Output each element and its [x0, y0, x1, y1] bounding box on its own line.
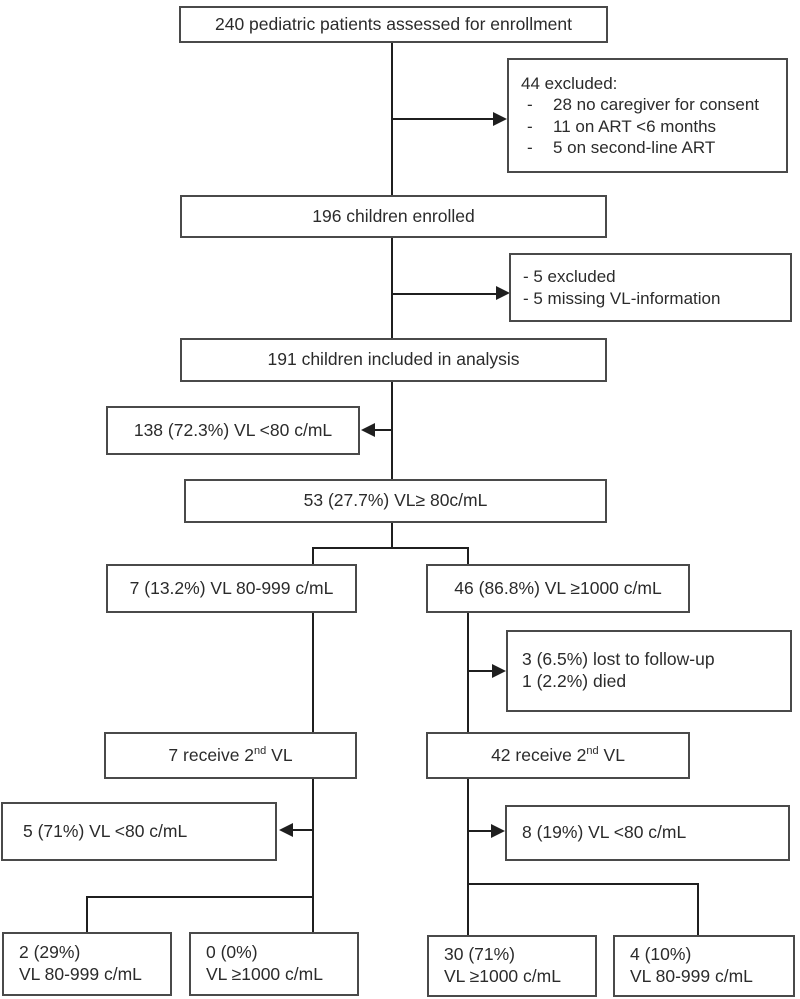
arrowhead-2nd-vl-right [491, 824, 505, 838]
bullet-dash: - [527, 95, 533, 115]
node-2nd-vl-under-80-left: 5 (71%) VL <80 c/mL [1, 802, 277, 861]
final-count: 0 (0%) [206, 942, 258, 963]
connector-main-vertical [391, 43, 393, 549]
receive-left-suffix: VL [266, 744, 293, 765]
node-vl-under-80-label: 138 (72.3%) VL <80 c/mL [133, 419, 333, 440]
receive-right-prefix: 42 receive 2 [491, 744, 587, 765]
connector-branch-left-drop [312, 547, 314, 565]
connector-2nd-vl-left [292, 829, 313, 831]
receive-left-sup: nd [254, 744, 267, 757]
node-died-line: 1 (2.2%) died [522, 671, 627, 691]
node-final-2-29: 2 (29%) VL 80-999 c/mL [2, 932, 172, 996]
connector-final-left-drop [86, 896, 88, 932]
arrowhead-excluded2 [496, 286, 510, 300]
node-excluded-1-item-text: 28 no caregiver for consent [553, 95, 760, 115]
node-excluded-2-line: - 5 missing VL-information [523, 288, 721, 308]
node-vl-80-999: 7 (13.2%) VL 80-999 c/mL [106, 564, 357, 613]
node-2nd-vl-under-80-right-label: 8 (19%) VL <80 c/mL [522, 822, 687, 843]
connector-vl-low [374, 429, 392, 431]
node-excluded-2-line: - 5 excluded [523, 267, 616, 287]
final-count: 2 (29%) [19, 942, 81, 963]
arrowhead-excluded1 [493, 112, 507, 126]
final-range: VL ≥1000 c/mL [444, 966, 561, 986]
node-enrolled: 196 children enrolled [180, 195, 607, 238]
connector-lost [467, 670, 494, 672]
node-included: 191 children included in analysis [180, 338, 607, 382]
node-final-4-10: 4 (10%) VL 80-999 c/mL [613, 935, 795, 997]
node-assessed: 240 pediatric patients assessed for enro… [179, 6, 608, 43]
arrowhead-lost [492, 664, 506, 678]
bullet-dash: - [527, 116, 533, 136]
node-2nd-vl-under-80-left-label: 5 (71%) VL <80 c/mL [23, 820, 188, 841]
connector-excluded1 [391, 118, 494, 120]
connector-final-right-drop [697, 883, 699, 935]
receive-right-sup: nd [586, 744, 599, 757]
node-receive-2nd-vl-left: 7 receive 2nd VL [104, 732, 357, 779]
connector-2nd-vl-right [467, 830, 493, 832]
receive-right-suffix: VL [598, 744, 625, 765]
final-range: VL 80-999 c/mL [630, 966, 753, 986]
final-range: VL ≥1000 c/mL [206, 964, 323, 984]
node-excluded-1-item-text: 11 on ART <6 months [553, 116, 717, 136]
arrowhead-vl-low [361, 423, 375, 437]
final-count: 30 (71%) [444, 944, 516, 965]
node-excluded-1-item: - 5 on second-line ART [521, 137, 715, 158]
node-vl-under-80: 138 (72.3%) VL <80 c/mL [106, 406, 360, 455]
node-2nd-vl-under-80-right: 8 (19%) VL <80 c/mL [505, 805, 790, 861]
connector-final-split-left [86, 896, 314, 898]
node-vl-over-80: 53 (27.7%) VL≥ 80c/mL [184, 479, 607, 523]
connector-final-split-right [467, 883, 699, 885]
node-vl-80-999-label: 7 (13.2%) VL 80-999 c/mL [129, 577, 334, 598]
node-vl-over-1000: 46 (86.8%) VL ≥1000 c/mL [426, 564, 690, 613]
node-vl-over-1000-label: 46 (86.8%) VL ≥1000 c/mL [454, 577, 662, 598]
node-assessed-label: 240 pediatric patients assessed for enro… [214, 13, 572, 34]
node-lost-line: 3 (6.5%) lost to follow-up [522, 649, 715, 670]
node-receive-2nd-vl-right: 42 receive 2nd VL [426, 732, 690, 779]
node-excluded-1-title: 44 excluded: [521, 74, 618, 93]
node-receive-2nd-vl-left-label: 7 receive 2nd VL [168, 745, 292, 767]
node-included-label: 191 children included in analysis [267, 349, 520, 370]
node-final-0-0: 0 (0%) VL ≥1000 c/mL [189, 932, 359, 996]
node-excluded-2: - 5 excluded - 5 missing VL-information [509, 253, 792, 322]
final-count: 4 (10%) [630, 944, 692, 965]
arrowhead-2nd-vl-left [279, 823, 293, 837]
node-receive-2nd-vl-right-label: 42 receive 2nd VL [491, 745, 625, 767]
node-excluded-1-item: - 11 on ART <6 months [521, 116, 716, 137]
node-final-30-71: 30 (71%) VL ≥1000 c/mL [427, 935, 597, 997]
connector-excluded2 [391, 293, 497, 295]
connector-branch-right-drop [467, 547, 469, 565]
receive-left-prefix: 7 receive 2 [168, 744, 255, 765]
bullet-dash: - [527, 137, 533, 157]
connector-branch-split [312, 547, 469, 549]
node-excluded-1: 44 excluded: - 28 no caregiver for conse… [507, 58, 788, 173]
node-enrolled-label: 196 children enrolled [312, 205, 475, 226]
final-range: VL 80-999 c/mL [19, 964, 142, 984]
node-vl-over-80-label: 53 (27.7%) VL≥ 80c/mL [303, 490, 488, 511]
node-excluded-1-item: - 28 no caregiver for consent [521, 94, 759, 115]
node-lost-died: 3 (6.5%) lost to follow-up 1 (2.2%) died [506, 630, 792, 712]
node-excluded-1-item-text: 5 on second-line ART [553, 137, 716, 157]
